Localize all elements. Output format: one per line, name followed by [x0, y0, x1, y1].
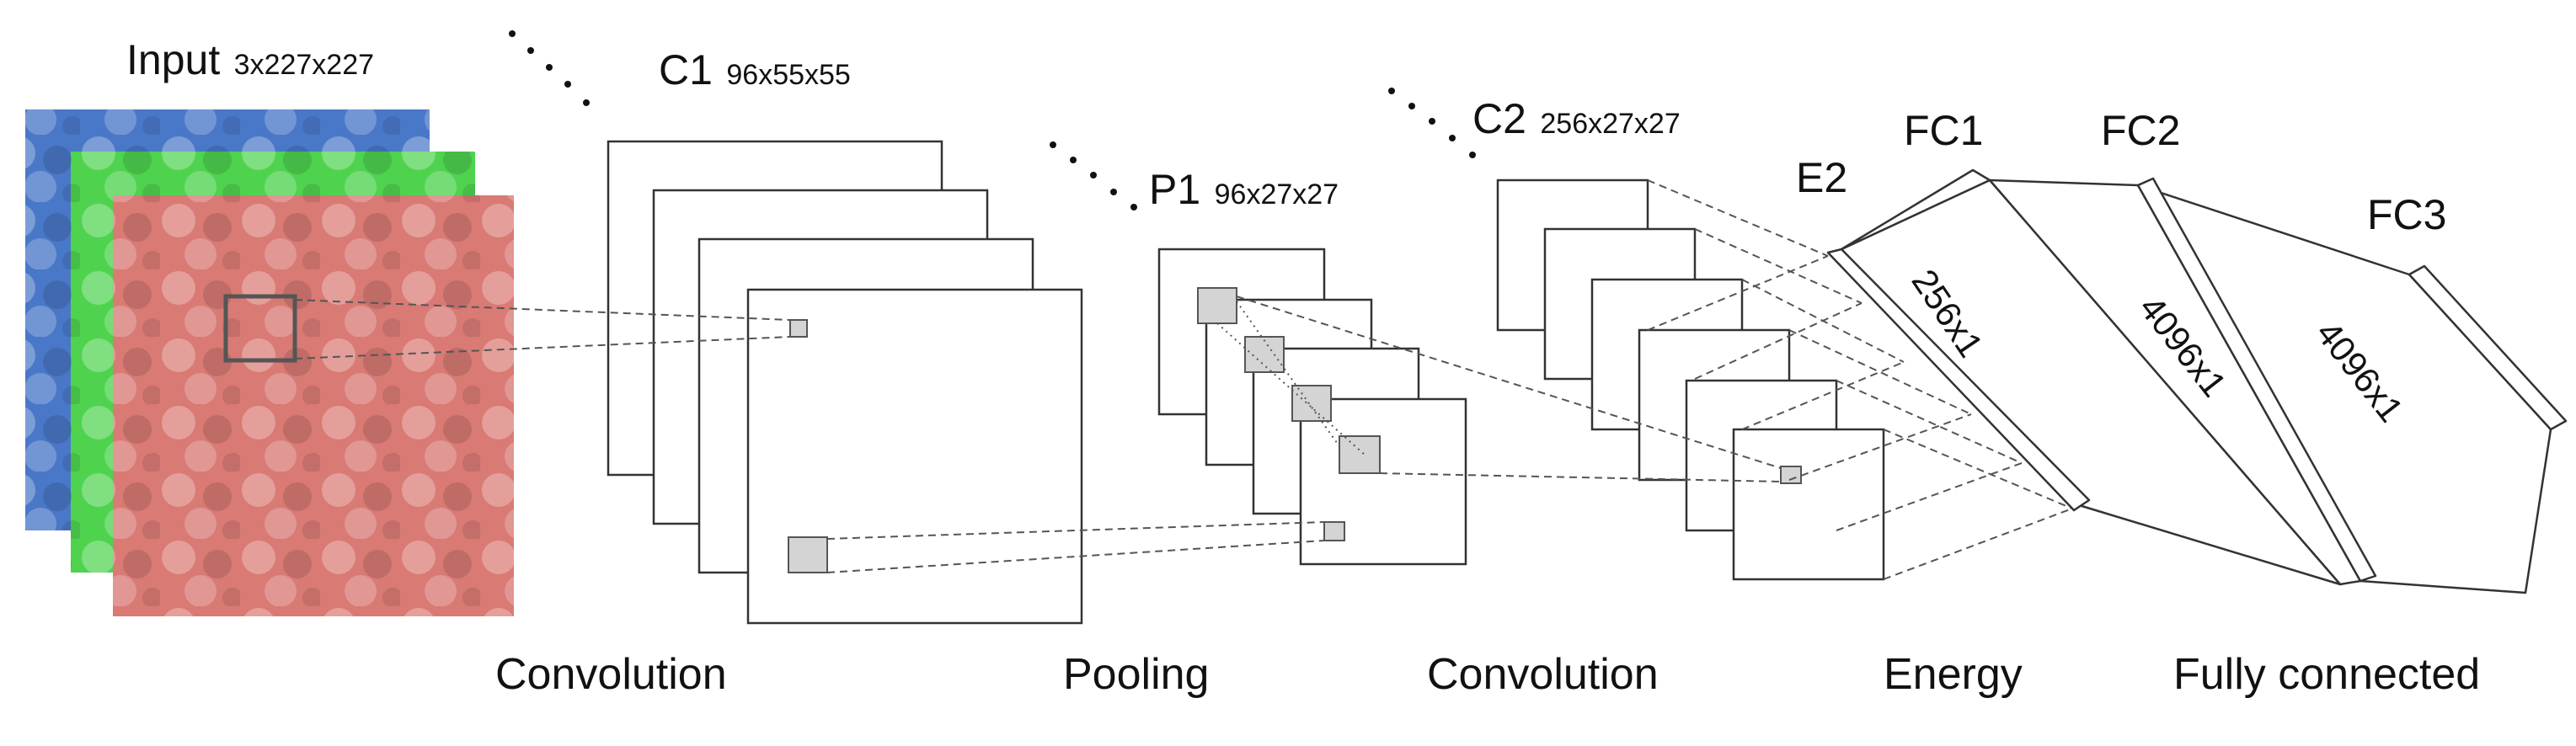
- input-label: Input 3x227x227: [126, 36, 374, 83]
- caption-energy: Energy: [1884, 650, 2023, 699]
- e2-panel: [1826, 248, 2091, 512]
- fc3-label: FC3: [2367, 191, 2446, 238]
- caption-fully-connected: Fully connected: [2173, 650, 2480, 699]
- fc1-label: FC1: [1904, 107, 1983, 154]
- c1-feature-maps: [607, 140, 1083, 625]
- c2-conv-patch: [1780, 466, 1802, 484]
- fully-connected-panels: [1826, 168, 2568, 594]
- connection-lines: [294, 179, 2073, 580]
- p1-pooled-unit: [1323, 521, 1345, 541]
- e2-label: E2: [1796, 154, 1847, 201]
- c1-conv-patch: [789, 319, 808, 338]
- input-receptive-field: [223, 294, 297, 363]
- c1-label: C1 96x55x55: [659, 46, 851, 93]
- fc2-label: FC2: [2101, 107, 2180, 154]
- red-channel: [113, 195, 514, 616]
- p1-label: P1 96x27x27: [1149, 166, 1339, 213]
- p1-pooled-maps: [1157, 248, 1467, 566]
- c2-label: C2 256x27x27: [1472, 95, 1681, 142]
- caption-convolution-1: Convolution: [495, 650, 727, 699]
- caption-convolution-2: Convolution: [1427, 650, 1659, 699]
- caption-pooling: Pooling: [1063, 650, 1209, 699]
- ellipsis-dots: [509, 30, 1476, 210]
- c2-feature-maps: [1496, 179, 1885, 581]
- c1-pool-window: [788, 536, 828, 573]
- input-image-stack: [25, 109, 514, 616]
